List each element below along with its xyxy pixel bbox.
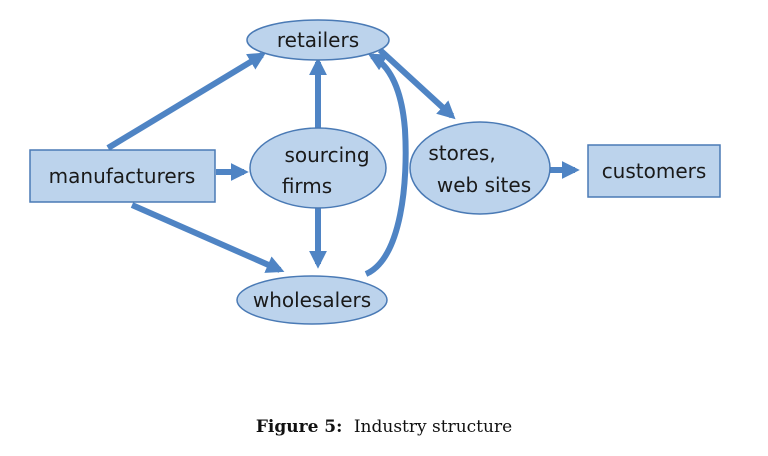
node-stores-web-sites: stores, web sites (409, 121, 551, 215)
manufacturers-label: manufacturers (49, 164, 196, 188)
figure-caption: Figure 5: Industry structure (0, 417, 768, 437)
node-manufacturers: manufacturers (29, 149, 216, 203)
node-wholesalers: wholesalers (236, 275, 388, 325)
edges (106, 47, 580, 277)
node-retailers: retailers (246, 19, 390, 61)
node-sourcing-firms: sourcing firms (249, 127, 387, 209)
stores-label-line2: web sites (437, 173, 531, 197)
retailers-label: retailers (277, 28, 359, 52)
stores-label-line1: stores, (428, 141, 495, 165)
figure-label: Figure 5: (255, 417, 343, 437)
arrow-wholesalers-to-retailers (364, 53, 409, 277)
arrow-manufacturers-to-retailers (106, 52, 267, 151)
customers-label: customers (602, 159, 707, 183)
sourcing-firms-label-line2: firms (282, 174, 332, 198)
figure-title: Industry structure (353, 417, 513, 437)
arrow-manufacturers-to-wholesalers (130, 202, 285, 273)
node-customers: customers (587, 144, 721, 198)
arrow-retailers-to-stores (377, 47, 456, 120)
wholesalers-label: wholesalers (253, 288, 371, 312)
sourcing-firms-label-line1: sourcing (284, 143, 369, 167)
